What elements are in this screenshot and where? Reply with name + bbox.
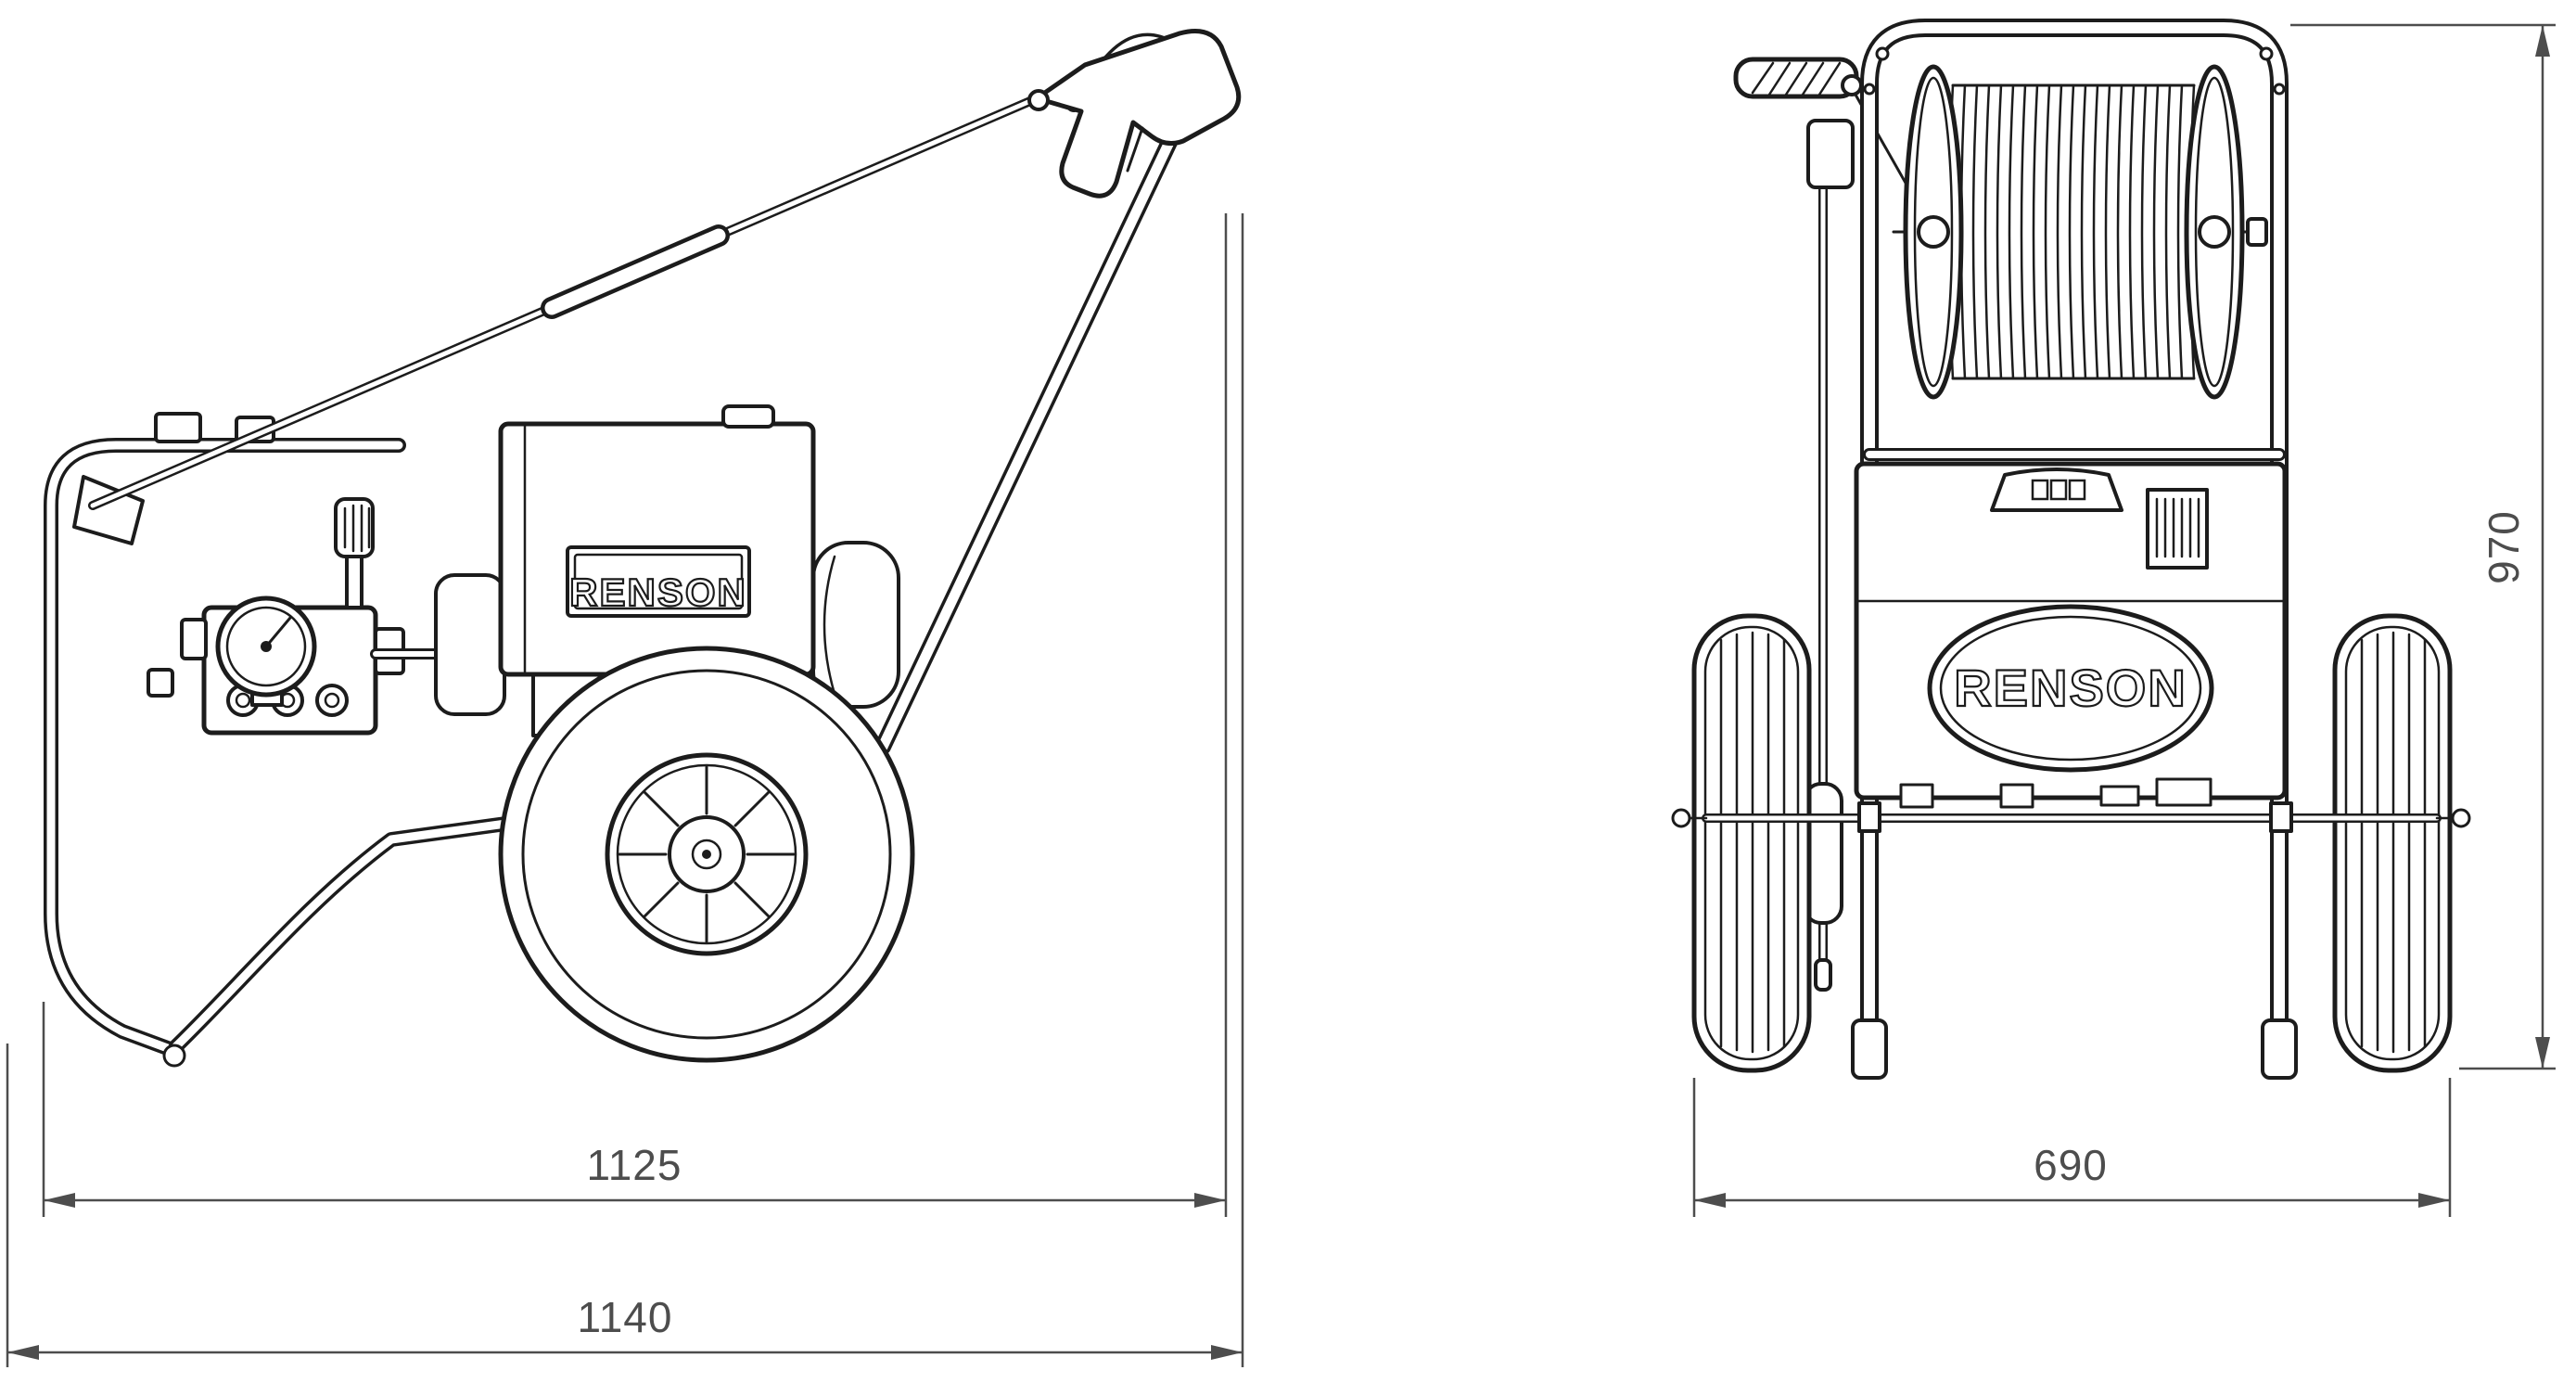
axle-cap-right	[2451, 808, 2471, 828]
side-wheel	[498, 646, 915, 1063]
front-wheel-right	[2332, 613, 2453, 1073]
dimension-side-inner: 1125	[42, 213, 1228, 1217]
dimensions: 1125 1140 690 970	[6, 23, 2556, 1367]
dimension-label-1125: 1125	[587, 1141, 682, 1189]
brand-plate-side: RENSON	[566, 545, 751, 618]
gauge-needle	[264, 616, 292, 648]
tire-tread	[2360, 631, 2427, 1054]
lance-coupling	[1027, 89, 1050, 111]
axle	[1671, 801, 2471, 833]
motor-end-bell	[811, 541, 900, 709]
axle-cap-left	[1671, 808, 1691, 828]
dimension-label-970: 970	[2480, 510, 2528, 584]
spray-gun	[1027, 29, 1242, 198]
pump-assembly	[147, 497, 506, 736]
inlet-fitting	[147, 668, 174, 698]
stored-lance	[1803, 119, 1855, 992]
front-view: RENSON	[1671, 19, 2471, 1080]
cart-frame	[44, 438, 527, 1068]
dimension-front-width: 690	[1692, 1078, 2452, 1217]
coupling-bell	[434, 573, 506, 716]
wheel-spokes	[618, 765, 796, 943]
side-view: RENSON	[44, 29, 1242, 1068]
gun-trigger	[1126, 126, 1144, 173]
lance-holder	[72, 412, 275, 545]
spray-lance	[88, 94, 1041, 510]
dimension-side-overall: 1140	[6, 213, 1244, 1367]
front-frame	[1851, 19, 2298, 1080]
switch-box	[2146, 488, 2209, 570]
frame-foot-left	[1851, 1018, 1888, 1080]
pressure-gauge	[215, 595, 317, 707]
hose-reel	[1892, 64, 2268, 400]
frame-foot	[162, 1044, 186, 1068]
pump-top-vent	[1990, 467, 2123, 512]
dimension-front-height: 970	[2290, 23, 2556, 1070]
valve-cap	[315, 684, 349, 717]
dimension-label-690: 690	[2034, 1141, 2108, 1189]
front-body: RENSON	[1854, 461, 2288, 809]
dimension-label-1140: 1140	[578, 1293, 673, 1341]
front-wheel-left	[1691, 613, 1812, 1073]
frame-foot-right	[2261, 1018, 2298, 1080]
brand-plate-front: RENSON	[1927, 604, 2214, 773]
brand-label-side: RENSON	[569, 570, 747, 614]
brand-label-front: RENSON	[1954, 659, 2187, 717]
hose-coils	[1947, 83, 2196, 380]
tire-tread	[1719, 631, 1786, 1054]
unloader-knob	[334, 497, 375, 609]
